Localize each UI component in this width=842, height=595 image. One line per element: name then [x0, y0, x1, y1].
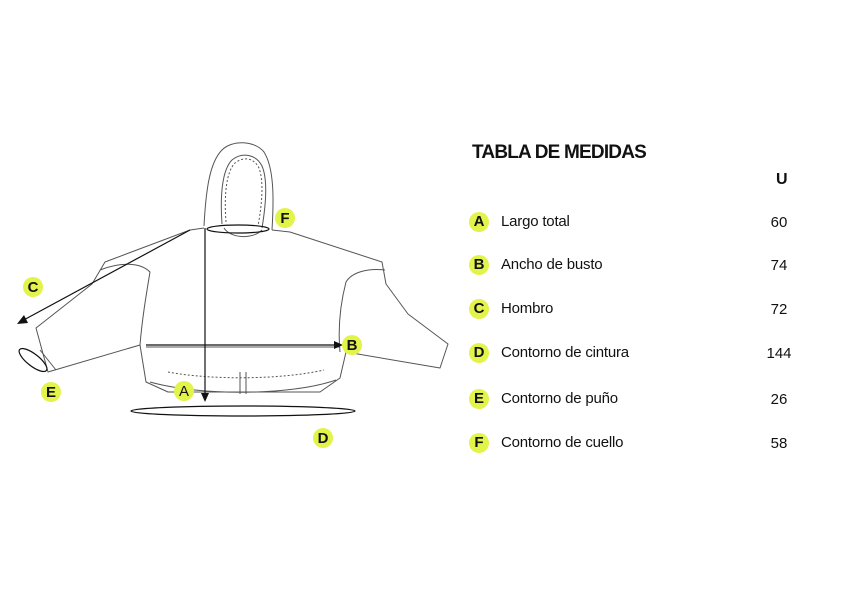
hem-inner [167, 369, 325, 379]
row-value: 74 [770, 257, 788, 274]
table-row: A Largo total 60 [469, 212, 809, 236]
marker-a: A [174, 381, 194, 401]
row-label: Contorno de puño [501, 390, 618, 407]
marker-c: C [23, 277, 43, 297]
row-badge: A [469, 212, 489, 232]
left-sleeve-seam [99, 263, 151, 346]
size-column-header: U [776, 171, 788, 188]
measure-shoulder-line [19, 229, 191, 323]
hood-inner [220, 154, 267, 229]
right-sleeve-seam [338, 269, 386, 353]
body-outline [35, 227, 449, 393]
row-value: 58 [770, 435, 788, 452]
row-badge: E [469, 389, 489, 409]
row-badge: F [469, 433, 489, 453]
marker-d: D [313, 428, 333, 448]
measure-length-arrow [201, 393, 209, 402]
marker-f-letter: F [280, 210, 289, 227]
table-row: F Contorno de cuello 58 [469, 433, 809, 457]
marker-f: F [275, 208, 295, 228]
cuff-left [39, 349, 57, 371]
table-row: B Ancho de busto 74 [469, 255, 809, 279]
row-label: Contorno de cuello [501, 434, 624, 451]
row-badge: D [469, 343, 489, 363]
row-value: 72 [770, 301, 788, 318]
hood-outline [203, 142, 274, 231]
row-value: 144 [766, 345, 792, 362]
measure-shoulder-arrow [17, 315, 28, 324]
row-label: Contorno de cintura [501, 344, 629, 361]
marker-c-letter: C [28, 279, 39, 296]
marker-e: E [41, 382, 61, 402]
table-row: C Hombro 72 [469, 299, 809, 323]
hem-band [149, 379, 337, 393]
row-badge: B [469, 255, 489, 275]
measure-bust-arrow [334, 341, 343, 349]
marker-b: B [342, 335, 362, 355]
measure-cuff-ellipse [18, 347, 48, 373]
hood-stitch [224, 158, 263, 227]
marker-d-letter: D [318, 430, 329, 447]
row-badge: C [469, 299, 489, 319]
marker-b-letter: B [347, 337, 358, 354]
measure-waist-ellipse [130, 405, 356, 417]
row-label: Largo total [501, 213, 570, 230]
table-row: D Contorno de cintura 144 [469, 343, 809, 367]
row-label: Ancho de busto [501, 256, 603, 273]
measure-neck-ellipse [206, 224, 270, 234]
row-value: 60 [770, 214, 788, 231]
marker-e-letter: E [46, 384, 56, 401]
row-label: Hombro [501, 300, 554, 317]
table-title: TABLA DE MEDIDAS [472, 142, 647, 163]
table-row: E Contorno de puño 26 [469, 389, 809, 413]
marker-a-letter: A [179, 383, 189, 400]
row-value: 26 [770, 391, 788, 408]
